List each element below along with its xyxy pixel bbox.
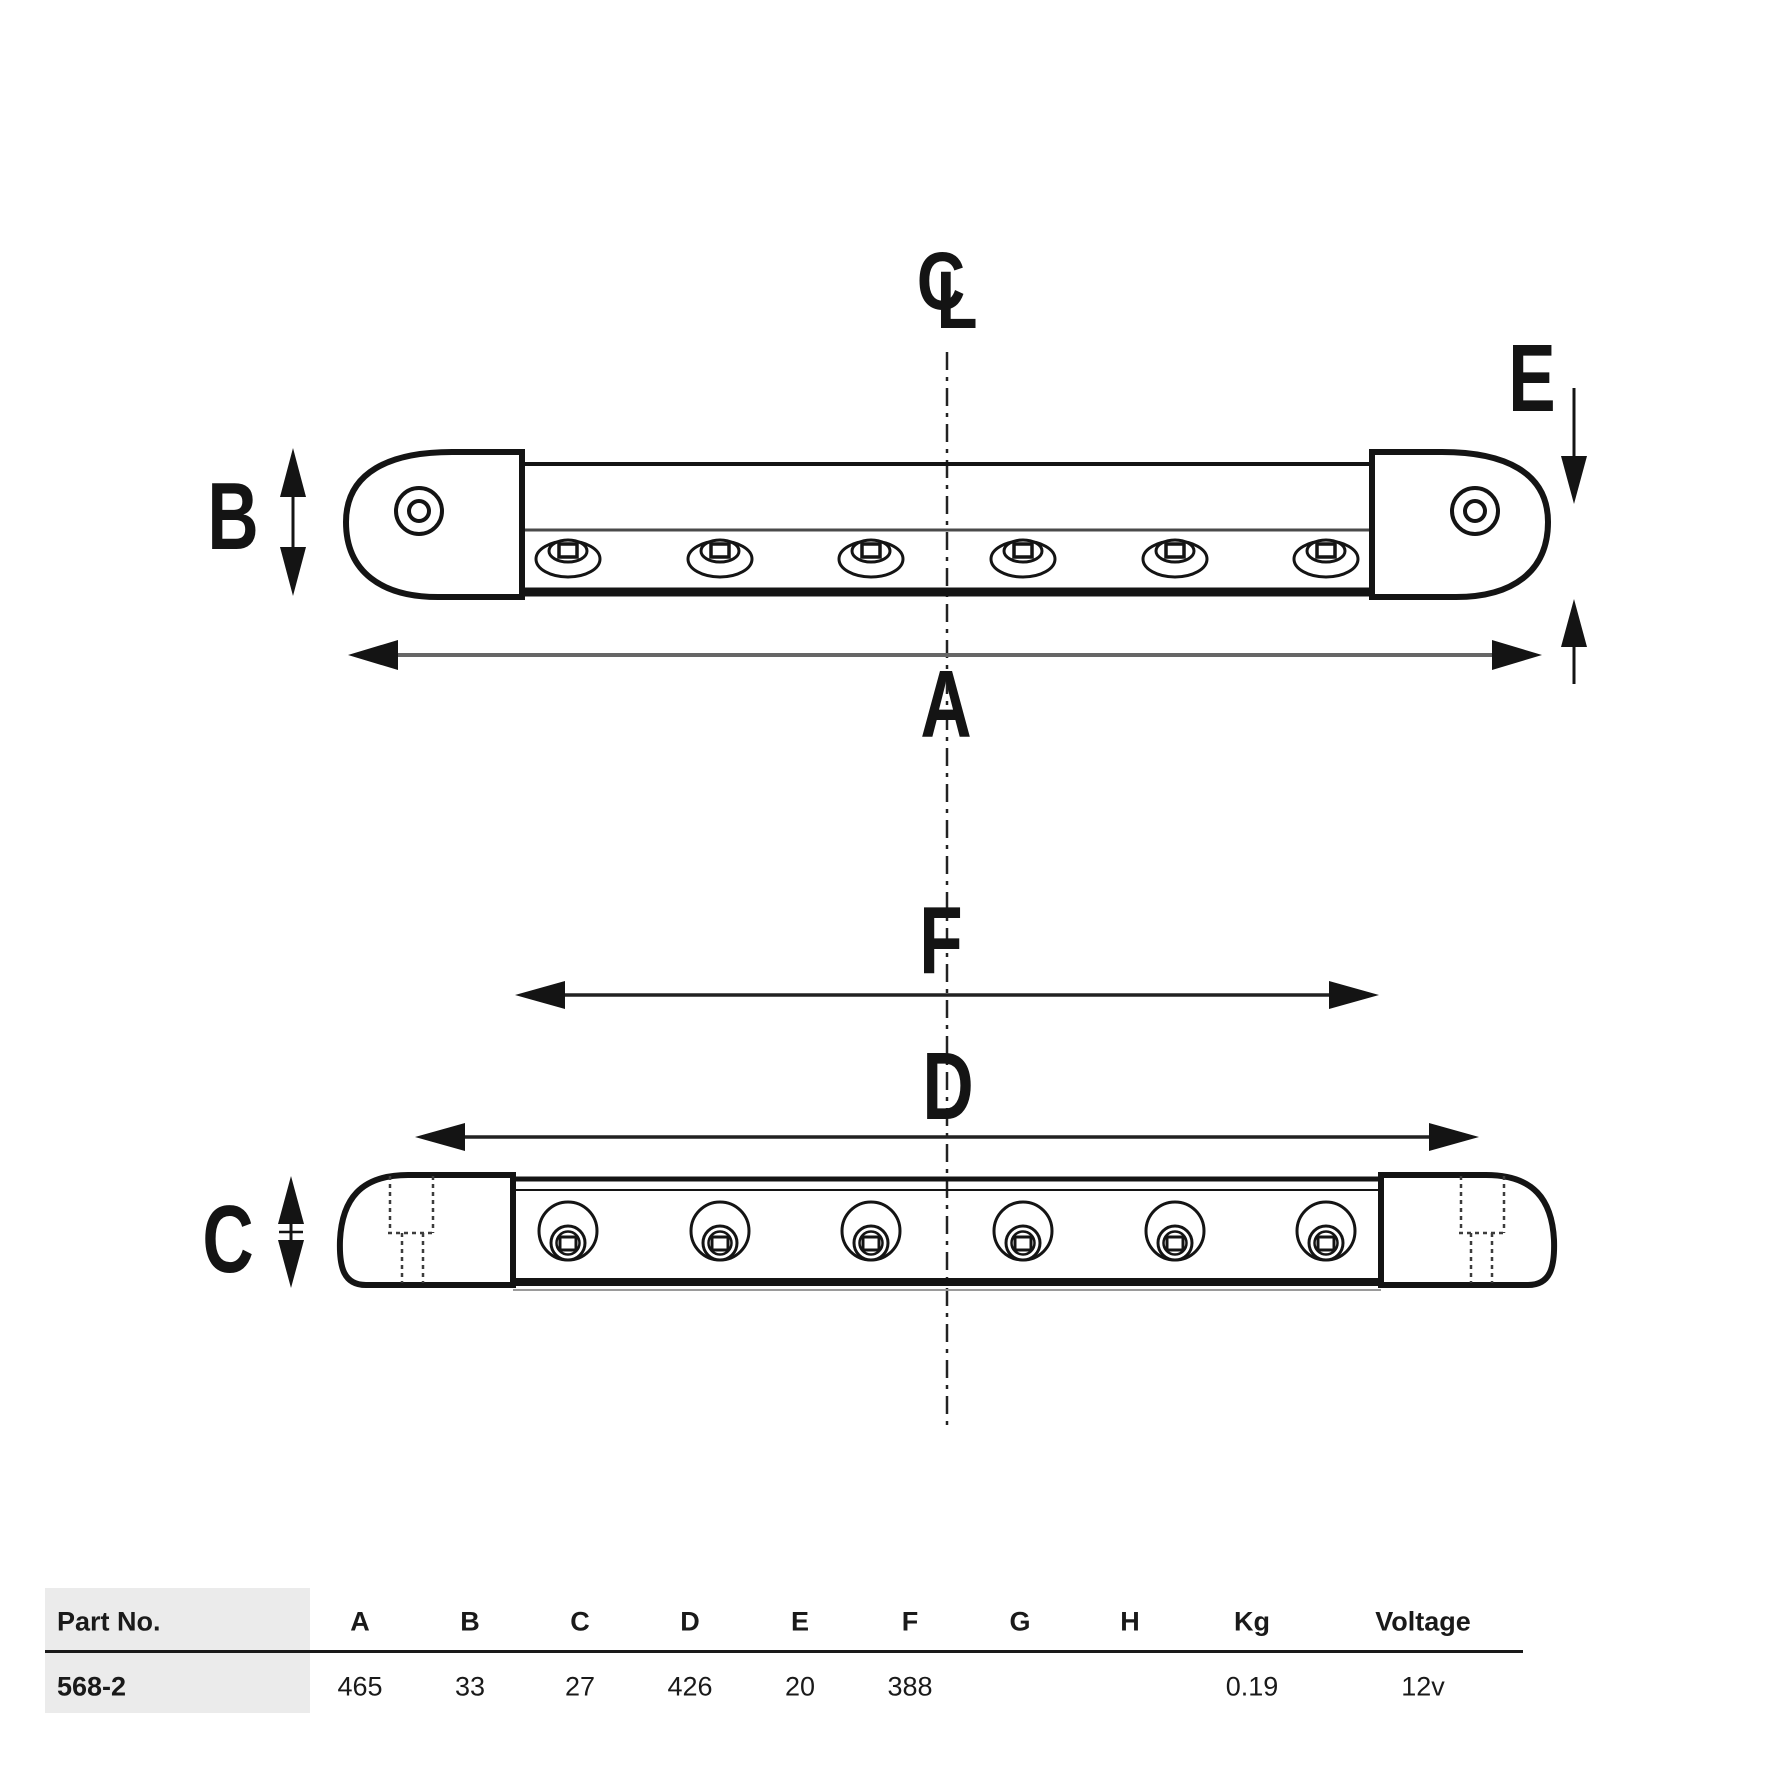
dim-arrow-B [280, 448, 306, 596]
centerline-symbol-l: L [936, 255, 978, 346]
led-front [689, 1200, 751, 1262]
led-front [840, 1200, 902, 1262]
dim-arrow-D [415, 1123, 1479, 1151]
led-front [992, 1200, 1054, 1262]
col-header-part-no: Part No. [57, 1606, 161, 1637]
cell-c: 27 [564, 1671, 596, 1702]
right-screw-hole [1450, 486, 1500, 536]
led-top [989, 538, 1057, 579]
dim-arrow-F [515, 981, 1379, 1009]
dim-arrow-A [348, 640, 1542, 670]
led-top [686, 538, 754, 579]
dim-label-b: B [207, 463, 259, 570]
led-top [1292, 538, 1360, 579]
table-header-divider [45, 1650, 1523, 1653]
led-front [1144, 1200, 1206, 1262]
dim-arrow-E [1561, 388, 1587, 684]
col-header-kg: Kg [1234, 1606, 1270, 1637]
col-header-f: F [901, 1606, 919, 1637]
col-header-b: B [460, 1606, 480, 1637]
dim-label-a: A [920, 651, 972, 758]
cell-e: 20 [784, 1671, 816, 1702]
col-header-h: H [1120, 1606, 1140, 1637]
col-header-c: C [570, 1606, 590, 1637]
col-header-d: D [680, 1606, 700, 1637]
top-right-endcap [1369, 449, 1552, 600]
left-screw-hole [394, 486, 444, 536]
cell-a: 465 [337, 1671, 383, 1702]
front-left-endcap [336, 1172, 516, 1288]
dim-label-f: F [919, 887, 963, 994]
col-header-e: E [790, 1606, 810, 1637]
col-header-g: G [1009, 1606, 1031, 1637]
top-view-leds [534, 538, 1360, 579]
led-front [537, 1200, 599, 1262]
dim-label-d: D [922, 1033, 974, 1140]
cell-kg: 0.19 [1225, 1671, 1279, 1702]
cell-b: 33 [454, 1671, 486, 1702]
top-view [280, 388, 1587, 684]
col-header-a: A [350, 1606, 370, 1637]
front-view-leds [537, 1200, 1357, 1262]
col-header-voltage: Voltage [1375, 1606, 1471, 1637]
top-left-endcap [342, 449, 525, 600]
cell-voltage: 12v [1401, 1671, 1445, 1702]
cell-d: 426 [667, 1671, 713, 1702]
led-top [1141, 538, 1209, 579]
front-right-endcap [1378, 1172, 1558, 1288]
dim-arrow-C [278, 1176, 304, 1288]
led-top [534, 538, 602, 579]
led-front [1295, 1200, 1357, 1262]
dim-label-e: E [1508, 325, 1556, 432]
front-view [278, 1172, 1558, 1291]
led-top [837, 538, 905, 579]
cell-part-no: 568-2 [57, 1671, 127, 1702]
centerline-symbol-c: C [916, 236, 966, 327]
dim-label-c: C [202, 1186, 254, 1293]
cell-f: 388 [887, 1671, 933, 1702]
